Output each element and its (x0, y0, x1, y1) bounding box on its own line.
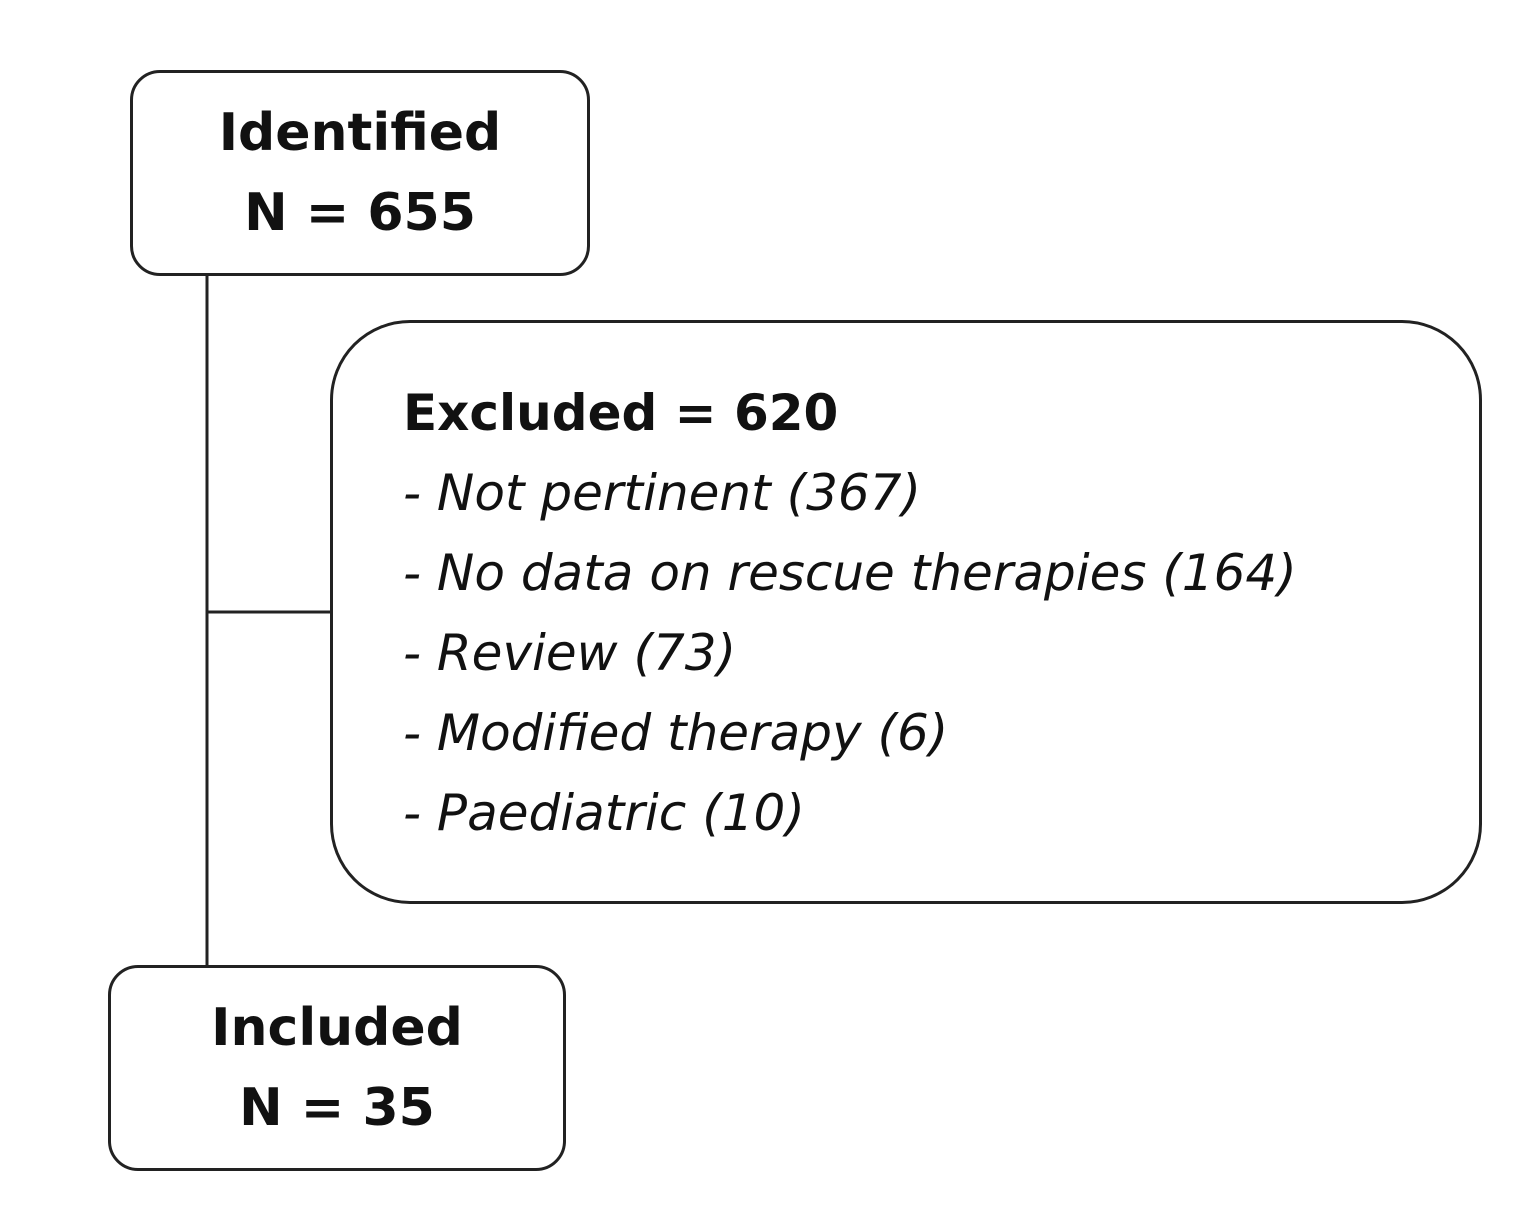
identified-count: N = 655 (244, 183, 476, 243)
identified-box: Identified N = 655 (130, 70, 590, 276)
included-count: N = 35 (239, 1078, 435, 1138)
exclusion-reason: - Paediatric (10) (403, 784, 805, 842)
exclusion-reason: - Not pertinent (367) (403, 464, 922, 522)
excluded-title: Excluded = 620 (403, 384, 839, 442)
exclusion-reason: - No data on rescue therapies (164) (403, 544, 1297, 602)
identified-label: Identified (218, 103, 502, 163)
excluded-box: Excluded = 620 - Not pertinent (367) - N… (330, 320, 1482, 904)
exclusion-reason: - Modified therapy (6) (403, 704, 949, 762)
exclusion-reason: - Review (73) (403, 624, 737, 682)
included-label: Included (211, 998, 463, 1058)
included-box: Included N = 35 (108, 965, 566, 1171)
